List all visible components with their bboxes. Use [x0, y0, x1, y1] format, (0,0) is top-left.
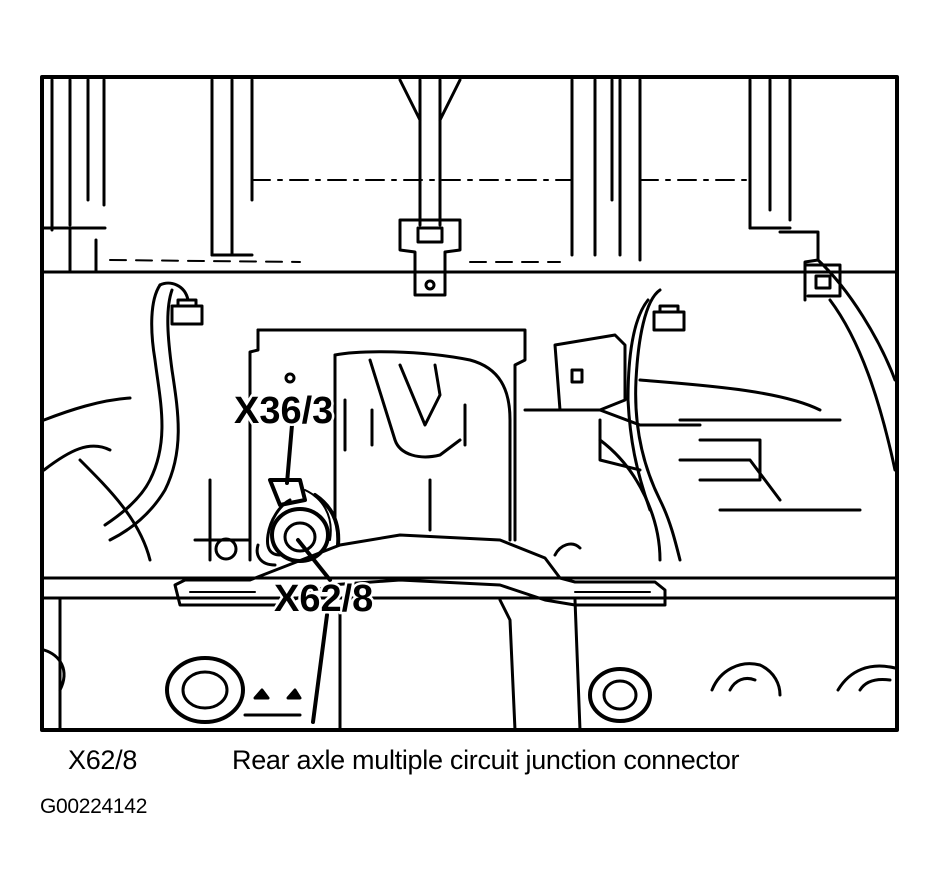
- callout-x62-8: X62/8: [274, 578, 373, 620]
- legend-code: X62/8: [68, 745, 138, 775]
- left-wiring-harness: [103, 281, 204, 542]
- right-wiring-harness: [626, 288, 686, 562]
- junction-connector-cluster: [255, 478, 341, 567]
- figure-frame: [40, 75, 899, 732]
- leader-line-x36-3: [285, 423, 294, 485]
- center-mount-bracket: [398, 218, 462, 297]
- right-side-plate: [523, 333, 862, 562]
- leader-line-x62-8: [296, 538, 332, 582]
- callout-x36-3: X36/3: [234, 390, 333, 432]
- differential-housing: [193, 328, 527, 562]
- right-mount-bracket: [778, 230, 897, 472]
- legend-description: Rear axle multiple circuit junction conn…: [232, 745, 740, 775]
- upper-frame-rails: [42, 78, 897, 274]
- lower-frame: [42, 596, 897, 732]
- rear-axle-beam: [42, 533, 897, 607]
- left-side-plate: [42, 396, 152, 562]
- figure-id: G00224142: [40, 795, 148, 818]
- leader-line-x62-8-lower: [311, 613, 329, 724]
